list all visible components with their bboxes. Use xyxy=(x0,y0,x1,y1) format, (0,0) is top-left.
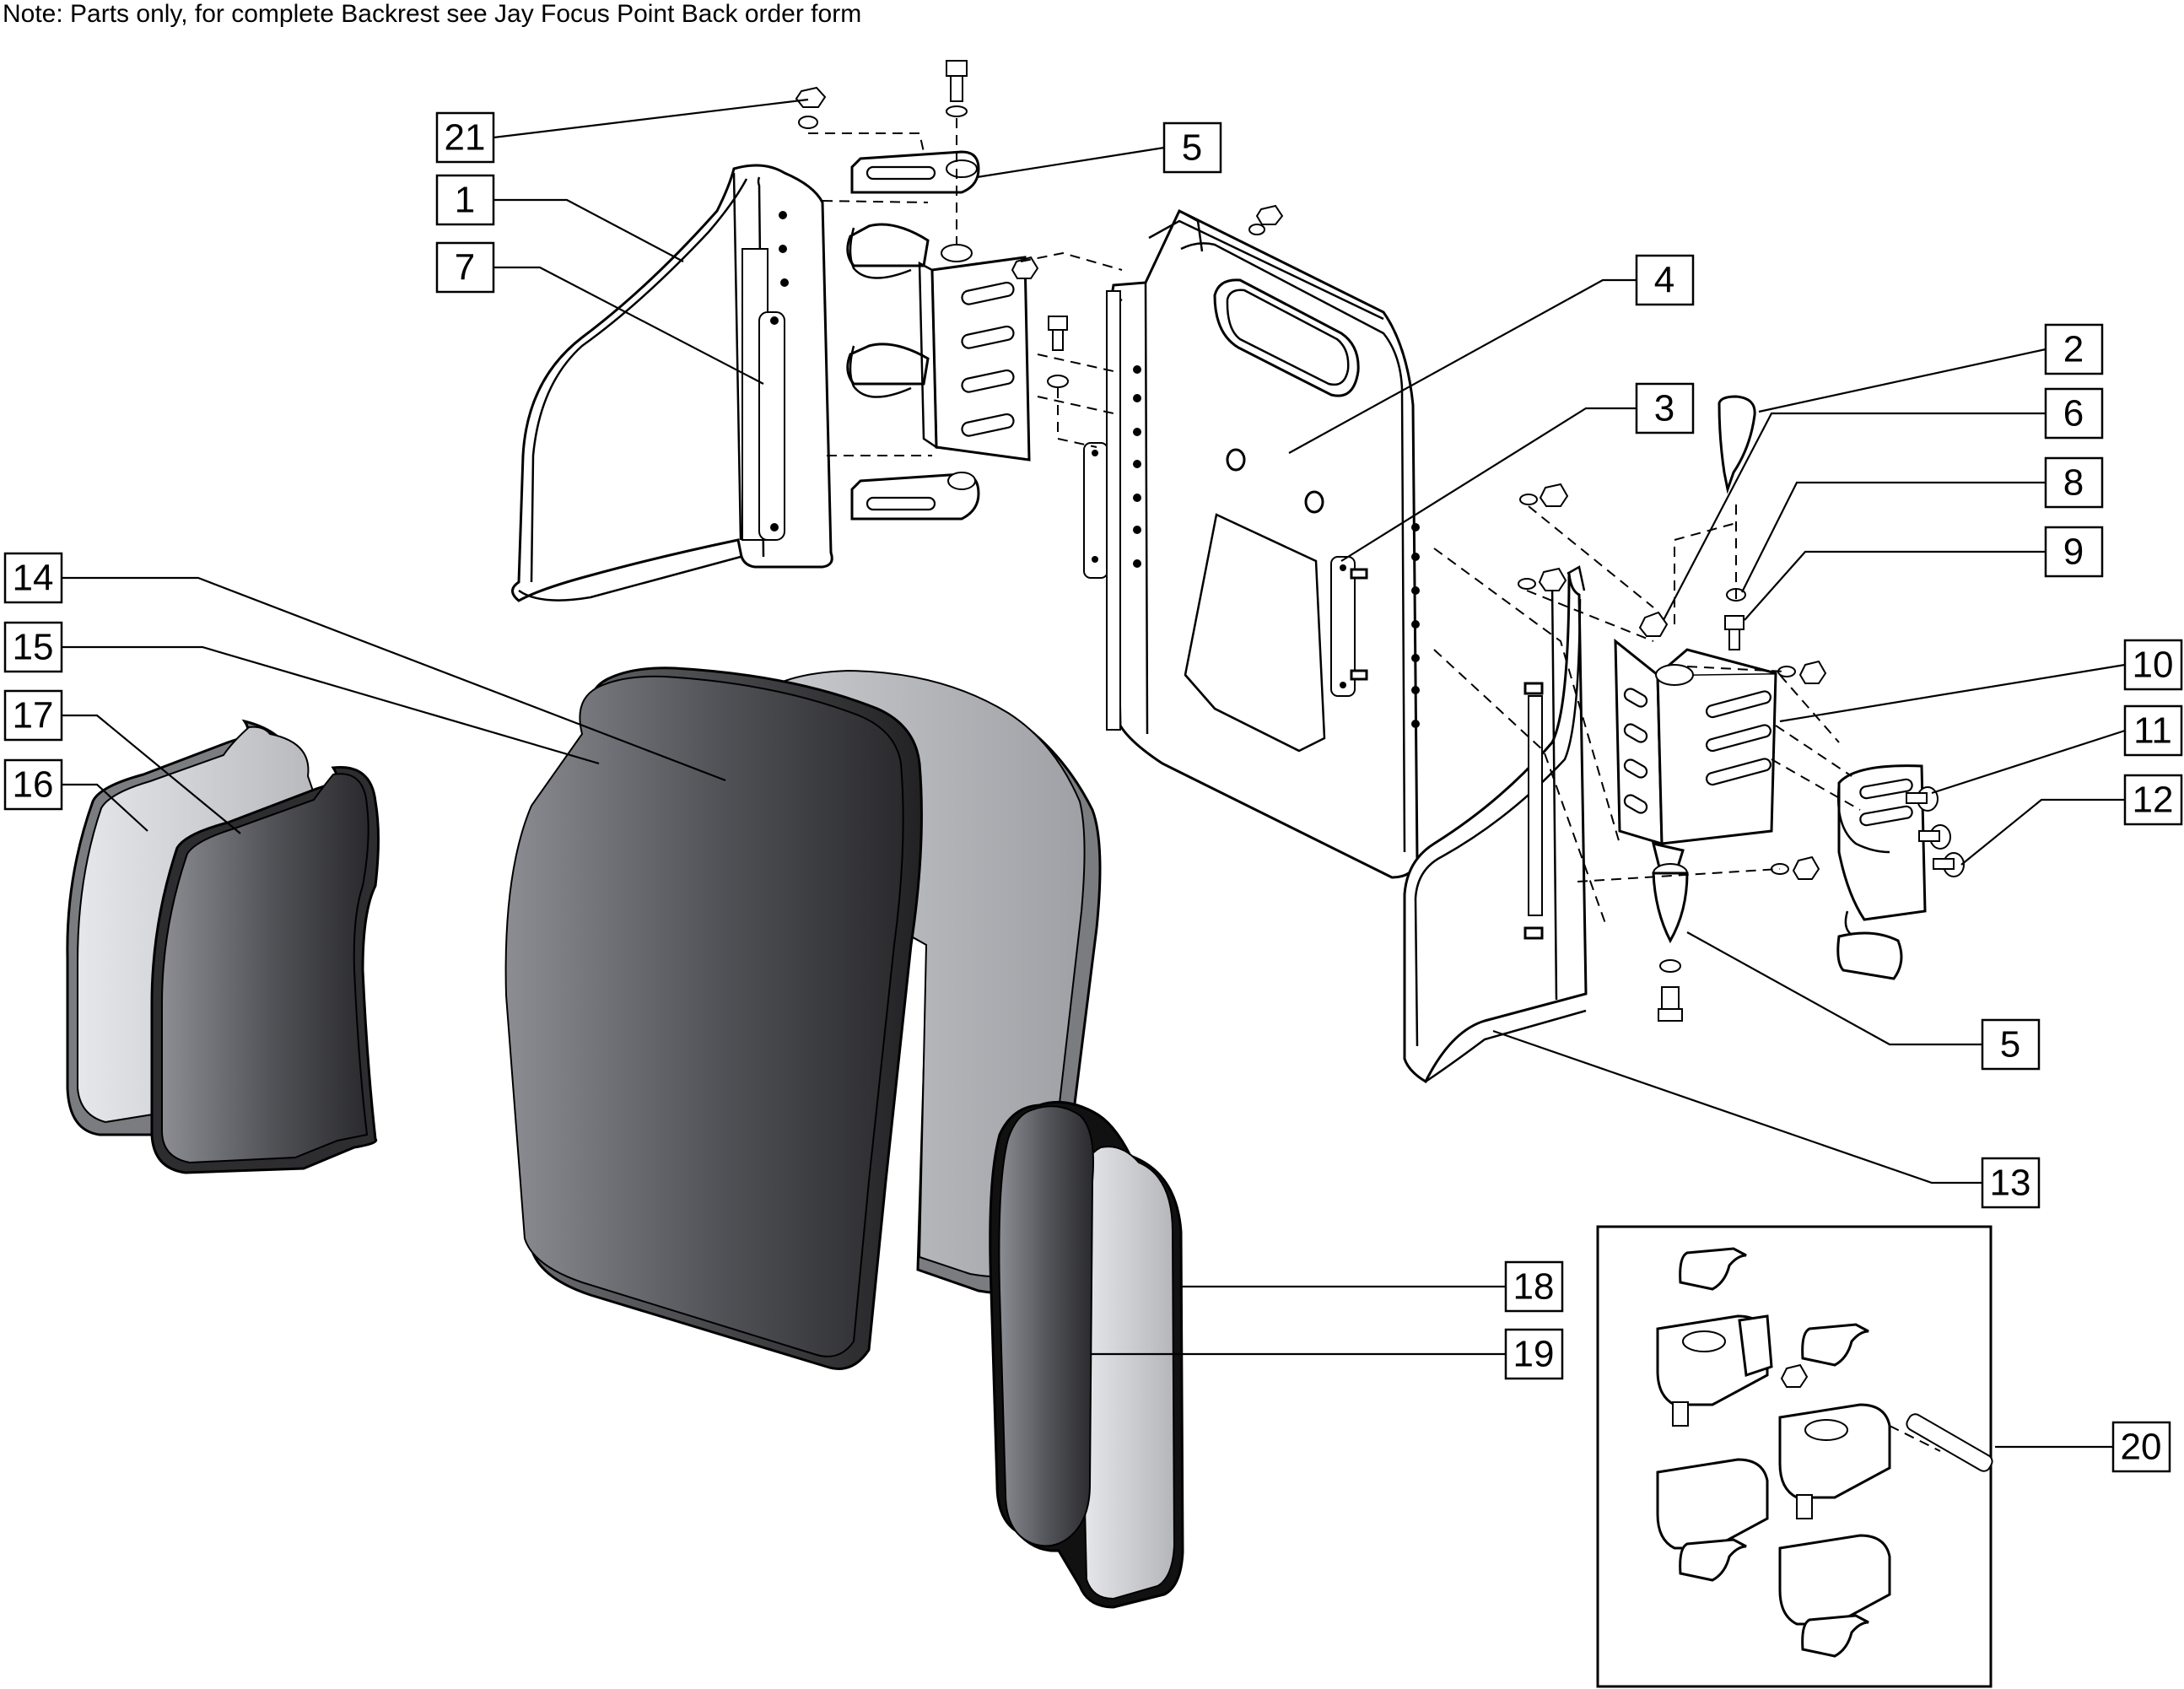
callout-4: 4 xyxy=(1635,254,1695,306)
svg-text:21: 21 xyxy=(445,117,486,159)
callout-20: 20 xyxy=(2111,1421,2171,1473)
callout-3: 3 xyxy=(1635,382,1695,434)
svg-text:13: 13 xyxy=(1990,1163,2031,1204)
callout-7: 7 xyxy=(435,241,495,294)
callout-8: 8 xyxy=(2044,456,2104,509)
callout-14: 14 xyxy=(3,552,63,604)
callout-9: 9 xyxy=(2044,526,2104,578)
callout-21: 21 xyxy=(435,111,495,164)
svg-text:11: 11 xyxy=(2133,710,2172,752)
lateral-pads-left xyxy=(66,719,380,1174)
svg-text:4: 4 xyxy=(1654,260,1674,301)
svg-text:5: 5 xyxy=(1182,127,1202,169)
callout-11: 11 xyxy=(2123,704,2183,757)
callout-10: 10 xyxy=(2123,639,2183,691)
svg-text:18: 18 xyxy=(1513,1266,1555,1308)
svg-text:17: 17 xyxy=(13,695,54,737)
svg-text:12: 12 xyxy=(2133,780,2174,821)
svg-text:8: 8 xyxy=(2063,462,2084,504)
parts-note: Note: Parts only, for complete Backrest … xyxy=(3,0,862,28)
hardware-upper xyxy=(795,60,1108,579)
callout-16: 16 xyxy=(3,758,63,811)
svg-text:15: 15 xyxy=(13,627,54,668)
hardware-right xyxy=(1518,395,1965,1022)
callout-15: 15 xyxy=(3,621,63,673)
callout-12: 12 xyxy=(2123,774,2183,826)
svg-text:14: 14 xyxy=(13,558,54,599)
lateral-pads-right xyxy=(989,1100,1184,1609)
callout-6: 6 xyxy=(2044,387,2104,440)
svg-text:10: 10 xyxy=(2133,645,2174,686)
svg-text:16: 16 xyxy=(13,764,54,806)
callout-13: 13 xyxy=(1981,1157,2041,1209)
callout-18: 18 xyxy=(1504,1260,1564,1313)
svg-text:6: 6 xyxy=(2063,393,2084,434)
svg-text:19: 19 xyxy=(1513,1334,1555,1375)
leader-lines xyxy=(62,98,2126,1449)
svg-text:9: 9 xyxy=(2063,532,2084,573)
svg-text:5: 5 xyxy=(2000,1024,2020,1066)
svg-text:1: 1 xyxy=(455,180,475,221)
callout-19: 19 xyxy=(1504,1328,1564,1380)
callout-5-top: 5 xyxy=(1162,121,1222,174)
svg-text:20: 20 xyxy=(2121,1427,2162,1468)
svg-text:7: 7 xyxy=(455,247,475,289)
assembly-lines xyxy=(808,118,1861,929)
svg-text:3: 3 xyxy=(1654,388,1674,429)
right-lateral-shell xyxy=(1403,565,1588,1084)
callout-17: 17 xyxy=(3,689,63,742)
clamp-kit-inset xyxy=(1596,1225,1993,1688)
svg-text:2: 2 xyxy=(2063,329,2084,370)
callout-1: 1 xyxy=(435,174,495,226)
left-lateral-shell xyxy=(511,164,833,602)
callout-5-bottom: 5 xyxy=(1981,1018,2041,1071)
callout-2: 2 xyxy=(2044,323,2104,375)
